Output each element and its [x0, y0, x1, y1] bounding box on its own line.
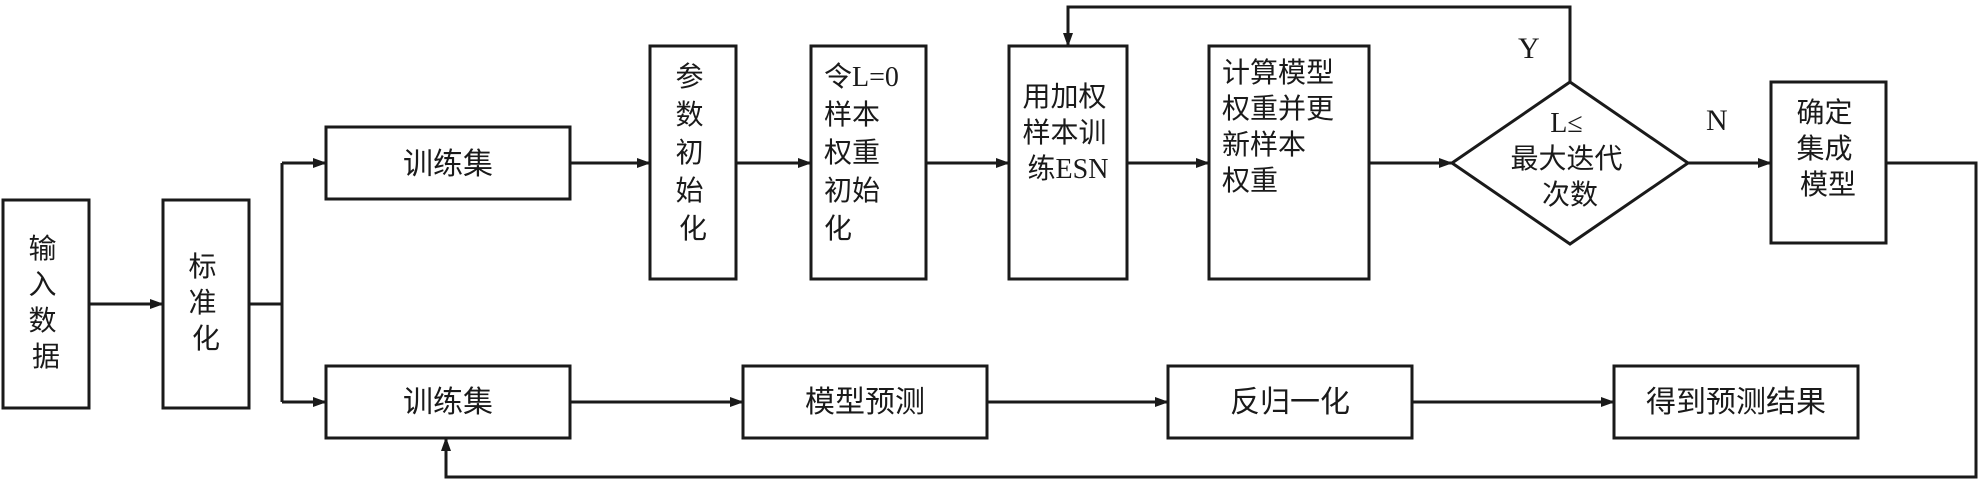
update-weights-label: 权重: [1222, 165, 1278, 197]
node-train-set-top: 训练集: [324, 125, 572, 201]
ensemble-label: 模型: [1800, 169, 1856, 201]
param-init-label: 始: [675, 175, 703, 207]
node-decision: L≤ 最大迭代 次数: [1449, 80, 1691, 246]
weight-init-label: 初始: [824, 175, 880, 207]
ensemble-label: 集成: [1796, 133, 1852, 165]
input-data-label: 据: [32, 341, 60, 373]
param-init-label: 数: [675, 99, 703, 131]
svg-text:令L=0 样本 权重 初: 令L=0 样本 权重 初始 化: [824, 61, 906, 245]
train-esn-label: 样本训: [1022, 117, 1106, 149]
train-set-bottom-label: 训练集: [403, 386, 493, 419]
param-init-label: 参: [675, 61, 703, 93]
weight-init-label: 令L=0: [824, 61, 899, 93]
svg-text:标 准 化: 标 准 化: [188, 251, 223, 355]
edge-label-yes: Y: [1518, 32, 1540, 65]
decision-label: L≤: [1550, 108, 1582, 139]
param-init-label: 化: [679, 213, 707, 245]
weight-init-label: 化: [824, 213, 852, 245]
model-predict-label: 模型预测: [805, 386, 925, 419]
node-weight-init: 令L=0 样本 权重 初始 化: [809, 44, 928, 281]
node-result: 得到预测结果: [1612, 364, 1860, 440]
ensemble-label: 确定: [1796, 97, 1852, 129]
node-train-esn: 用加权 样本训 练ESN: [1007, 44, 1129, 281]
normalize-label: 标: [188, 251, 216, 283]
input-data-label: 输: [28, 233, 56, 265]
train-esn-label: 用加权: [1022, 81, 1106, 113]
decision-label: 次数: [1542, 179, 1598, 211]
node-ensemble: 确定 集成 模型: [1769, 80, 1888, 245]
node-input-data: 输 入 数 据: [1, 198, 91, 410]
svg-text:确定 集成 模型: 确定 集成 模型: [1796, 97, 1859, 201]
edge-decision-yes-loop: [1063, 5, 1572, 82]
input-data-label: 数: [28, 305, 56, 337]
svg-text:用加权 样本训 练ESN: 用加权 样本训 练ESN: [1022, 81, 1113, 185]
node-model-predict: 模型预测: [741, 364, 989, 440]
input-data-label: 入: [28, 270, 56, 301]
node-normalize: 标 准 化: [161, 198, 251, 410]
normalize-label: 化: [192, 323, 220, 355]
svg-text:参 数 初 始: 参 数 初 始 化: [675, 61, 710, 245]
weight-init-label: 样本: [824, 99, 880, 131]
svg-text:输 入 数 据: 输 入 数 据: [28, 233, 63, 373]
weight-init-label: 权重: [824, 137, 880, 169]
svg-text:计算模型 权重并更 新样本: 计算模型 权重并更 新样本 权重: [1222, 57, 1341, 197]
update-weights-label: 计算模型: [1222, 57, 1334, 89]
node-param-init: 参 数 初 始 化: [648, 44, 738, 281]
param-init-label: 初: [675, 137, 703, 169]
update-weights-label: 新样本: [1222, 129, 1306, 161]
edge-ensemble-feedback: [441, 161, 1978, 479]
node-update-weights: 计算模型 权重并更 新样本 权重: [1207, 44, 1371, 281]
edge-label-no: N: [1706, 104, 1728, 137]
svg-text:L≤ 最大迭代 次数: L≤ 最大迭代 次数: [1510, 108, 1629, 211]
update-weights-label: 权重并更: [1222, 93, 1334, 125]
node-denormalize: 反归一化: [1166, 364, 1414, 440]
train-esn-label: 练ESN: [1028, 153, 1109, 185]
normalize-label: 准: [188, 287, 216, 319]
train-set-top-label: 训练集: [403, 148, 493, 181]
decision-label: 最大迭代: [1510, 143, 1622, 175]
node-train-set-bottom: 训练集: [324, 364, 572, 440]
denormalize-label: 反归一化: [1230, 386, 1350, 419]
result-label: 得到预测结果: [1646, 386, 1826, 419]
